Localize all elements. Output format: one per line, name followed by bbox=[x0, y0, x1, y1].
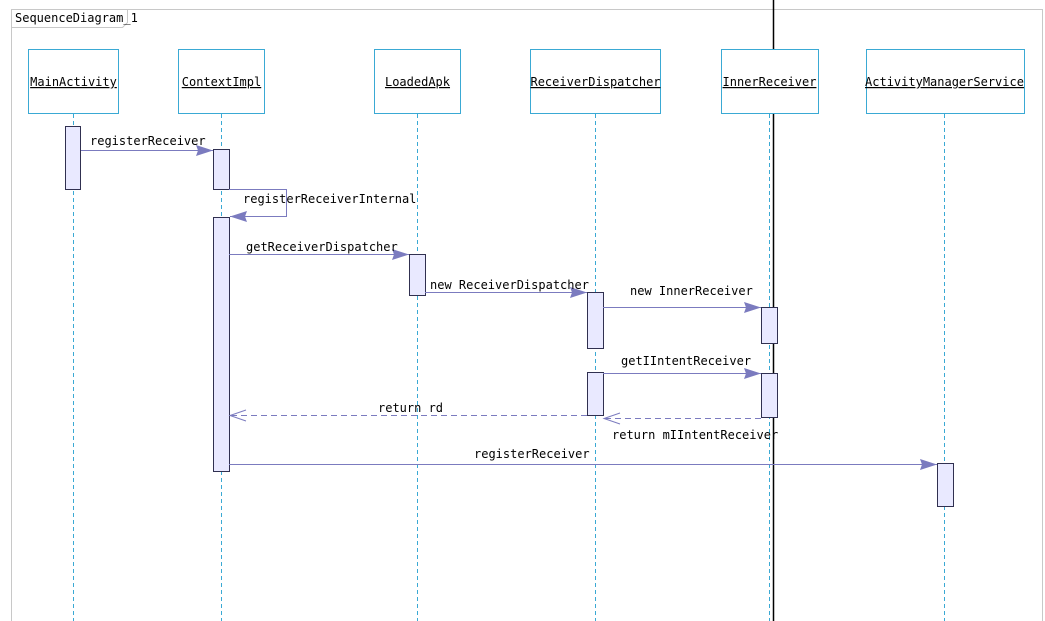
message-label: new InnerReceiver bbox=[630, 284, 753, 298]
participant-label: ReceiverDispatcher bbox=[530, 75, 660, 89]
activation-ams[interactable] bbox=[937, 463, 954, 507]
activation-mainactivity[interactable] bbox=[65, 126, 81, 190]
diagram-title: SequenceDiagram_1 bbox=[15, 11, 138, 25]
activation-innerreceiver-1[interactable] bbox=[761, 307, 778, 344]
arrowhead-filled-icon bbox=[230, 211, 247, 222]
activation-receiverdispatcher-2[interactable] bbox=[587, 372, 604, 416]
message-label: registerReceiverInternal bbox=[243, 192, 416, 206]
activation-contextimpl-1[interactable] bbox=[213, 149, 230, 190]
message-label: getReceiverDispatcher bbox=[246, 240, 398, 254]
participant-label: MainActivity bbox=[30, 75, 117, 89]
message-label: getIIntentReceiver bbox=[621, 354, 751, 368]
participant-label: InnerReceiver bbox=[723, 75, 817, 89]
message-getreceiverdispatcher[interactable]: getReceiverDispatcher bbox=[229, 240, 409, 260]
activation-receiverdispatcher-1[interactable] bbox=[587, 292, 604, 349]
participant-loadedapk[interactable]: LoadedApk bbox=[374, 49, 461, 114]
message-registerreceiver-2[interactable]: registerReceiver bbox=[229, 447, 937, 470]
activation-loadedapk[interactable] bbox=[409, 254, 426, 296]
arrowhead-filled-icon bbox=[570, 287, 587, 298]
message-registerreceiverinternal[interactable]: registerReceiverInternal bbox=[229, 189, 416, 223]
message-registerreceiver-1[interactable]: registerReceiver bbox=[81, 134, 213, 156]
message-label: new ReceiverDispatcher bbox=[430, 278, 589, 292]
participant-label: ActivityManagerService bbox=[865, 75, 1024, 89]
participant-innerreceiver[interactable]: InnerReceiver bbox=[721, 49, 819, 114]
message-return-miintentreceiver[interactable]: return mIIntentReceiver bbox=[602, 412, 778, 442]
participants: MainActivity ContextImpl LoadedApk Recei… bbox=[28, 49, 1025, 114]
message-new-receiverdispatcher[interactable]: new ReceiverDispatcher bbox=[425, 278, 589, 298]
message-label: return mIIntentReceiver bbox=[612, 428, 778, 442]
participant-receiverdispatcher[interactable]: ReceiverDispatcher bbox=[530, 49, 661, 114]
activation-contextimpl-2[interactable] bbox=[213, 217, 230, 472]
participant-label: ContextImpl bbox=[182, 75, 261, 89]
arrowhead-filled-icon bbox=[392, 249, 409, 260]
arrowhead-open-icon bbox=[228, 409, 247, 422]
participant-contextimpl[interactable]: ContextImpl bbox=[178, 49, 265, 114]
message-getiintentreceiver[interactable]: getIIntentReceiver bbox=[603, 354, 761, 379]
frame-title-tab bbox=[11, 9, 128, 28]
arrowhead-filled-icon bbox=[744, 302, 761, 313]
message-label: return rd bbox=[378, 401, 443, 415]
arrowhead-filled-icon bbox=[196, 145, 213, 156]
activation-innerreceiver-2[interactable] bbox=[761, 373, 778, 418]
arrowhead-open-icon bbox=[602, 412, 621, 425]
participant-ams[interactable]: ActivityManagerService bbox=[865, 49, 1025, 114]
message-label: registerReceiver bbox=[90, 134, 206, 148]
participant-mainactivity[interactable]: MainActivity bbox=[28, 49, 119, 114]
message-return-rd[interactable]: return rd bbox=[228, 401, 587, 422]
activations bbox=[65, 126, 954, 507]
lifelines bbox=[73, 114, 945, 621]
messages: registerReceiver registerReceiverInterna… bbox=[81, 134, 937, 470]
arrowhead-filled-icon bbox=[920, 459, 937, 470]
message-new-innerreceiver[interactable]: new InnerReceiver bbox=[603, 284, 761, 313]
message-label: registerReceiver bbox=[474, 447, 590, 461]
arrowhead-filled-icon bbox=[744, 368, 761, 379]
participant-label: LoadedApk bbox=[385, 75, 451, 89]
